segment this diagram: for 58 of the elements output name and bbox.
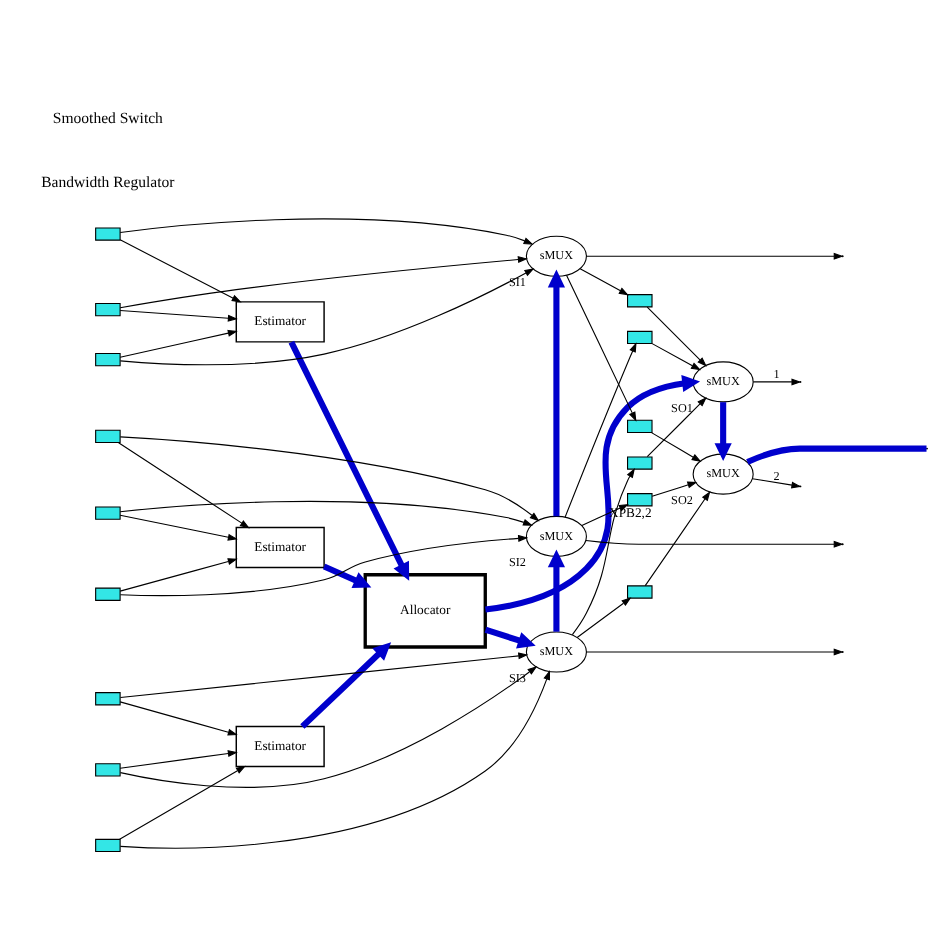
arrow — [119, 217, 534, 244]
arrow — [119, 533, 529, 596]
arrow — [119, 238, 242, 302]
node-box — [627, 455, 653, 469]
arrow — [300, 641, 392, 728]
arrow — [646, 305, 707, 366]
node-box — [95, 226, 121, 240]
arrow — [119, 665, 538, 787]
arrow — [651, 342, 701, 370]
arrow — [564, 341, 637, 517]
arrow — [119, 308, 238, 321]
label: Bandwidth Regulator — [41, 172, 175, 191]
node-box — [95, 352, 121, 366]
node-box — [95, 505, 121, 519]
node-box — [95, 428, 121, 443]
arrow — [119, 651, 529, 698]
arrow — [119, 557, 238, 591]
label: Smoothed Switch — [52, 107, 163, 126]
arrow — [571, 467, 636, 635]
arrow — [576, 596, 632, 638]
node-box — [627, 329, 653, 344]
arrow — [119, 499, 533, 525]
arrow — [644, 489, 711, 586]
node-box — [95, 762, 121, 776]
arrow — [119, 700, 238, 735]
arrow — [119, 328, 238, 357]
arrow — [119, 267, 535, 365]
node-box — [627, 492, 653, 506]
arrow — [288, 339, 410, 580]
arrow — [581, 503, 629, 525]
arrow — [119, 668, 550, 848]
arrow — [650, 431, 702, 462]
arrow — [585, 647, 844, 655]
arrow — [585, 538, 844, 547]
arrow — [565, 273, 637, 421]
arrow — [118, 441, 250, 528]
arrow — [119, 749, 238, 768]
node-box — [95, 586, 121, 600]
arrow — [547, 268, 566, 516]
arrow — [485, 374, 701, 612]
arrow — [119, 764, 246, 839]
arrow — [651, 480, 698, 496]
arrow — [119, 513, 238, 540]
arrow — [579, 267, 629, 295]
node-box — [95, 691, 121, 705]
arrow — [646, 396, 707, 457]
node-box — [95, 302, 121, 316]
arrow — [119, 255, 528, 308]
node-box — [627, 293, 653, 307]
arrow — [322, 562, 372, 588]
node-box — [627, 418, 653, 433]
arrow — [484, 625, 536, 648]
arrow — [585, 251, 844, 259]
node-box — [627, 584, 653, 598]
arrow — [714, 401, 732, 461]
arrow — [547, 548, 566, 631]
node-box — [95, 837, 121, 852]
arrow — [119, 435, 540, 521]
